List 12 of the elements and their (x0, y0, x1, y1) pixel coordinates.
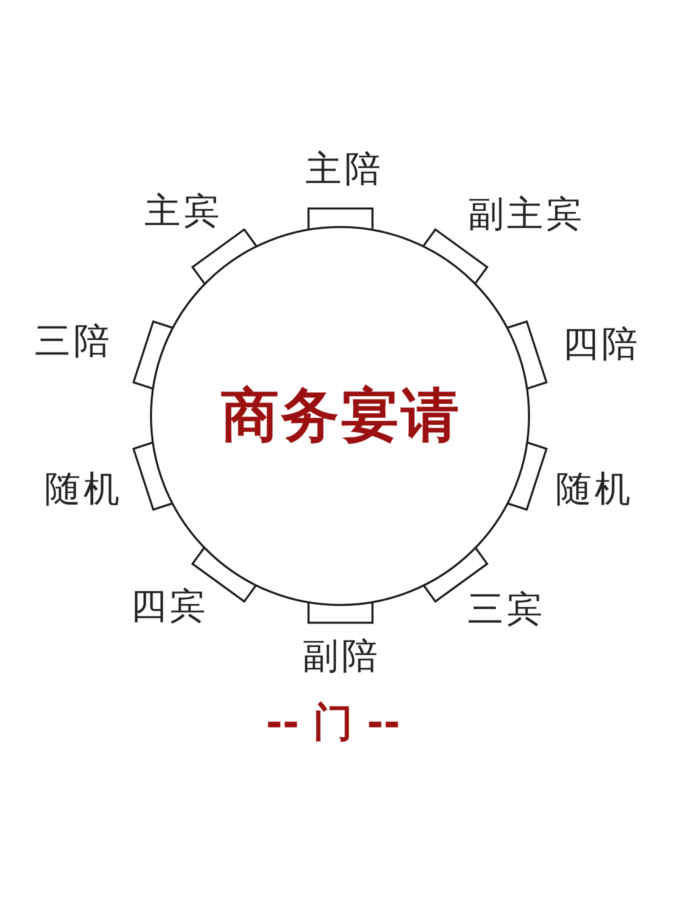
seat-label: 副陪 (302, 637, 380, 677)
seat-label: 副主宾 (466, 195, 585, 235)
table-title: 商务宴请 (220, 382, 461, 449)
seat-label: 主陪 (304, 150, 384, 190)
door-label: -- 门 -- (266, 700, 400, 746)
seat-label: 四陪 (561, 325, 640, 365)
seat-label: 随机 (554, 470, 634, 510)
seat-label: 三宾 (466, 590, 546, 630)
seat-label: 随机 (44, 470, 122, 510)
seat-label: 三陪 (34, 322, 112, 362)
seat-label: 主宾 (144, 192, 222, 232)
seat-label: 四宾 (130, 587, 208, 627)
